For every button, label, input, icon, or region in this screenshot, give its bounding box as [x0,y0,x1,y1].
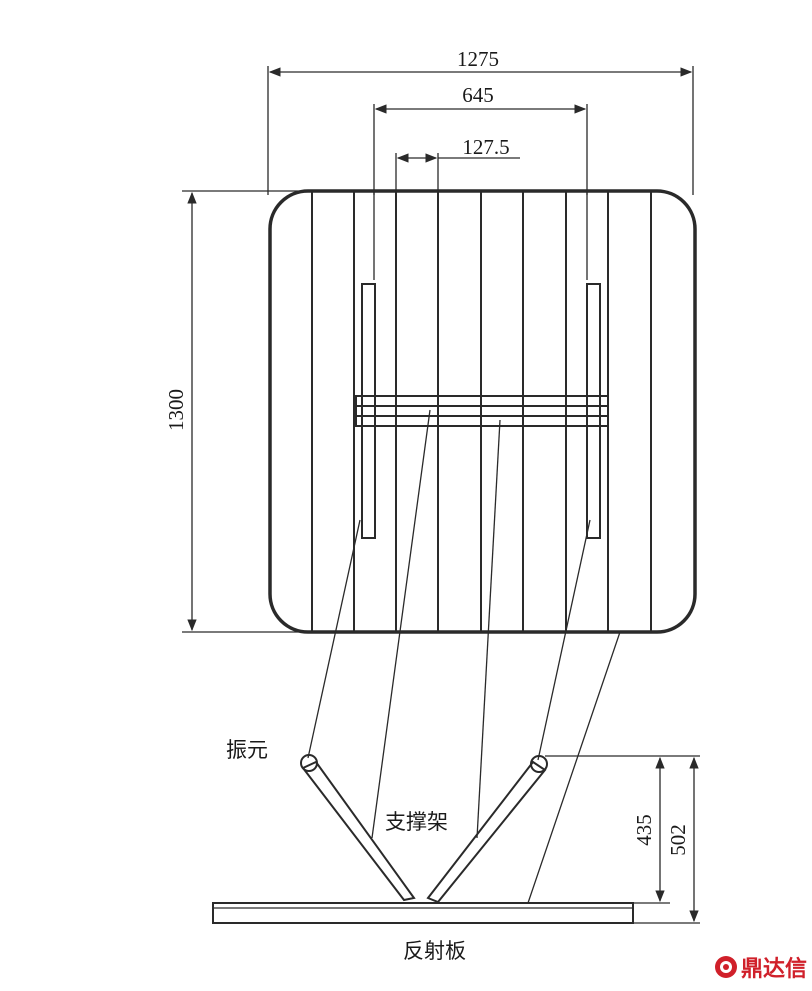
watermark-text: 鼎达信 [741,956,807,982]
label-reflector: 反射板 [403,939,466,963]
dimension-element-spacing: 127.5 [395,135,520,190]
dimension-overall-width: 1275 [267,47,694,195]
dimension-depths: 435 502 [545,755,700,924]
label-support: 支撑架 [385,810,448,834]
dimension-label-645: 645 [462,83,494,107]
reflector-plate-side-view [212,902,634,924]
watermark: 鼎达信 [715,956,807,982]
support-crossbar [355,395,609,427]
label-dipole: 振元 [226,738,268,762]
leader-lines [307,409,621,904]
dipole-right [586,283,601,539]
dimension-label-1300: 1300 [164,389,188,431]
dimension-label-435: 435 [632,814,656,846]
dimension-label-502: 502 [666,824,690,856]
dipole-joint-left [300,754,318,772]
dipole-elements-top-view [361,283,601,539]
dipole-joint-right [530,755,548,773]
dimension-inner-width: 645 [373,83,588,195]
dimension-height: 1300 [164,190,300,633]
dimension-label-1275: 1275 [457,47,499,71]
dipole-left [361,283,376,539]
dimension-label-127-5: 127.5 [462,135,509,159]
inner-guide-lines [373,192,588,280]
reflector-panel [268,189,697,634]
